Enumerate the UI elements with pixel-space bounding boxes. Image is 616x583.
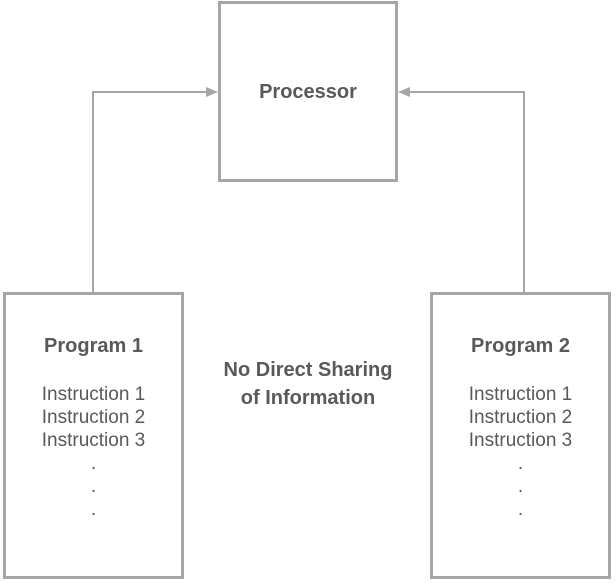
program1-ellipsis-dot: . [90,476,97,497]
connector-program2-to-processor [410,91,525,292]
program1-instruction: Instruction 1 [41,384,146,405]
program2-ellipsis-dot: . [517,453,524,474]
program2-ellipsis-dot: . [517,499,524,520]
program1-instruction: Instruction 2 [41,407,146,428]
program2-instruction: Instruction 3 [468,430,573,451]
program2-instruction: Instruction 1 [468,384,573,405]
arrowhead-left-icon [398,87,410,97]
center-note: No Direct Sharing of Information [208,356,408,412]
connector-program1-to-processor [92,91,206,292]
program1-box: Program 1 Instruction 1 Instruction 2 In… [3,292,184,579]
program2-ellipsis-dot: . [517,476,524,497]
processor-label: Processor [259,80,357,103]
program2-box: Program 2 Instruction 1 Instruction 2 In… [430,292,611,579]
arrowhead-right-icon [206,87,218,97]
center-note-line: of Information [240,387,376,409]
program1-title: Program 1 [44,335,143,357]
processor-box: Processor [218,1,398,182]
center-note-line: No Direct Sharing [223,359,393,381]
program2-title: Program 2 [471,335,570,357]
program1-instruction: Instruction 3 [41,430,146,451]
program2-instruction: Instruction 2 [468,407,573,428]
program1-ellipsis-dot: . [90,453,97,474]
program2-instruction-list: Instruction 1 Instruction 2 Instruction … [433,383,608,521]
program1-instruction-list: Instruction 1 Instruction 2 Instruction … [6,383,181,521]
program1-ellipsis-dot: . [90,499,97,520]
